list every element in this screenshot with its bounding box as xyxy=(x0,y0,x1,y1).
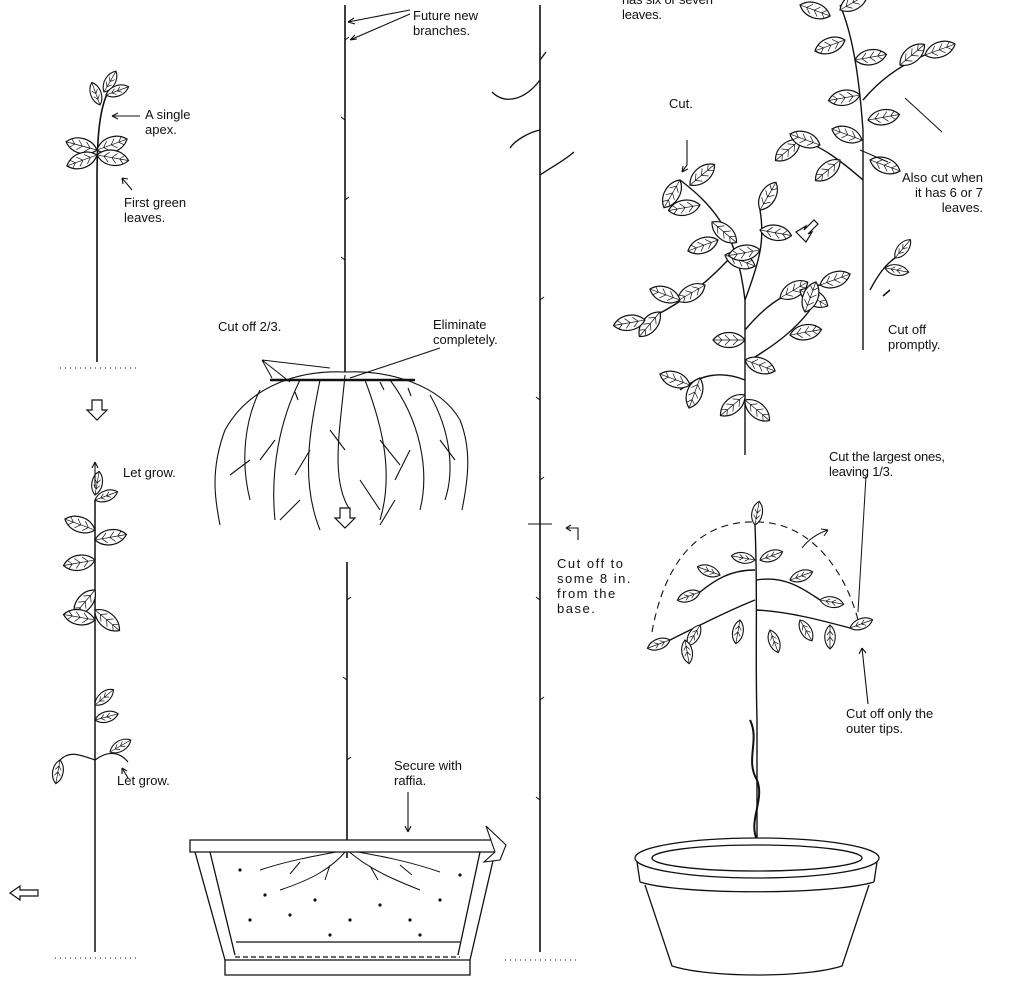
label-future-branches: Future new branches. xyxy=(413,8,478,38)
label-outer-tips: Cut off only the outer tips. xyxy=(846,706,933,736)
label-cut-base: Cut off to some 8 in. from the base. xyxy=(557,556,632,616)
diagonal-arrow-icon xyxy=(796,220,818,242)
arrow-future-branches xyxy=(348,10,410,40)
label-cut-promptly: Cut off promptly. xyxy=(888,322,941,352)
seedling-2 xyxy=(51,470,140,958)
potted-tree-leaves xyxy=(646,500,875,664)
soil-dots xyxy=(238,868,461,936)
potted-tree xyxy=(652,522,858,858)
arrow-line-apex xyxy=(112,113,140,119)
label-cut: Cut. xyxy=(669,96,693,111)
label-also-cut: Also cut when it has 6 or 7 leaves. xyxy=(902,170,983,215)
branched-tree-leaves xyxy=(612,159,852,427)
label-top-partial: has six or seven leaves. xyxy=(622,0,713,22)
left-arrow-icon xyxy=(10,886,38,900)
label-let-grow-top: Let grow. xyxy=(123,465,176,480)
down-arrow-icon-2 xyxy=(335,508,355,528)
whip-stem xyxy=(341,5,349,372)
root-ball xyxy=(215,372,468,530)
label-cut-two-thirds: Cut off 2/3. xyxy=(218,319,281,334)
label-first-leaves: First green leaves. xyxy=(124,195,186,225)
flower-pot xyxy=(635,838,879,975)
arrow-line-leaves xyxy=(122,178,132,190)
bonsai-box xyxy=(190,840,500,975)
label-cut-largest: Cut the largest ones, leaving 1/3. xyxy=(829,449,945,479)
label-eliminate: Eliminate completely. xyxy=(433,317,498,347)
label-single-apex: A single apex. xyxy=(145,107,191,137)
label-let-grow-bottom: Let grow. xyxy=(117,773,170,788)
down-arrow-icon xyxy=(87,400,107,420)
long-stem xyxy=(492,5,580,960)
sapling-top-right-leaves xyxy=(771,0,958,277)
label-secure-raffia: Secure with raffia. xyxy=(394,758,462,788)
